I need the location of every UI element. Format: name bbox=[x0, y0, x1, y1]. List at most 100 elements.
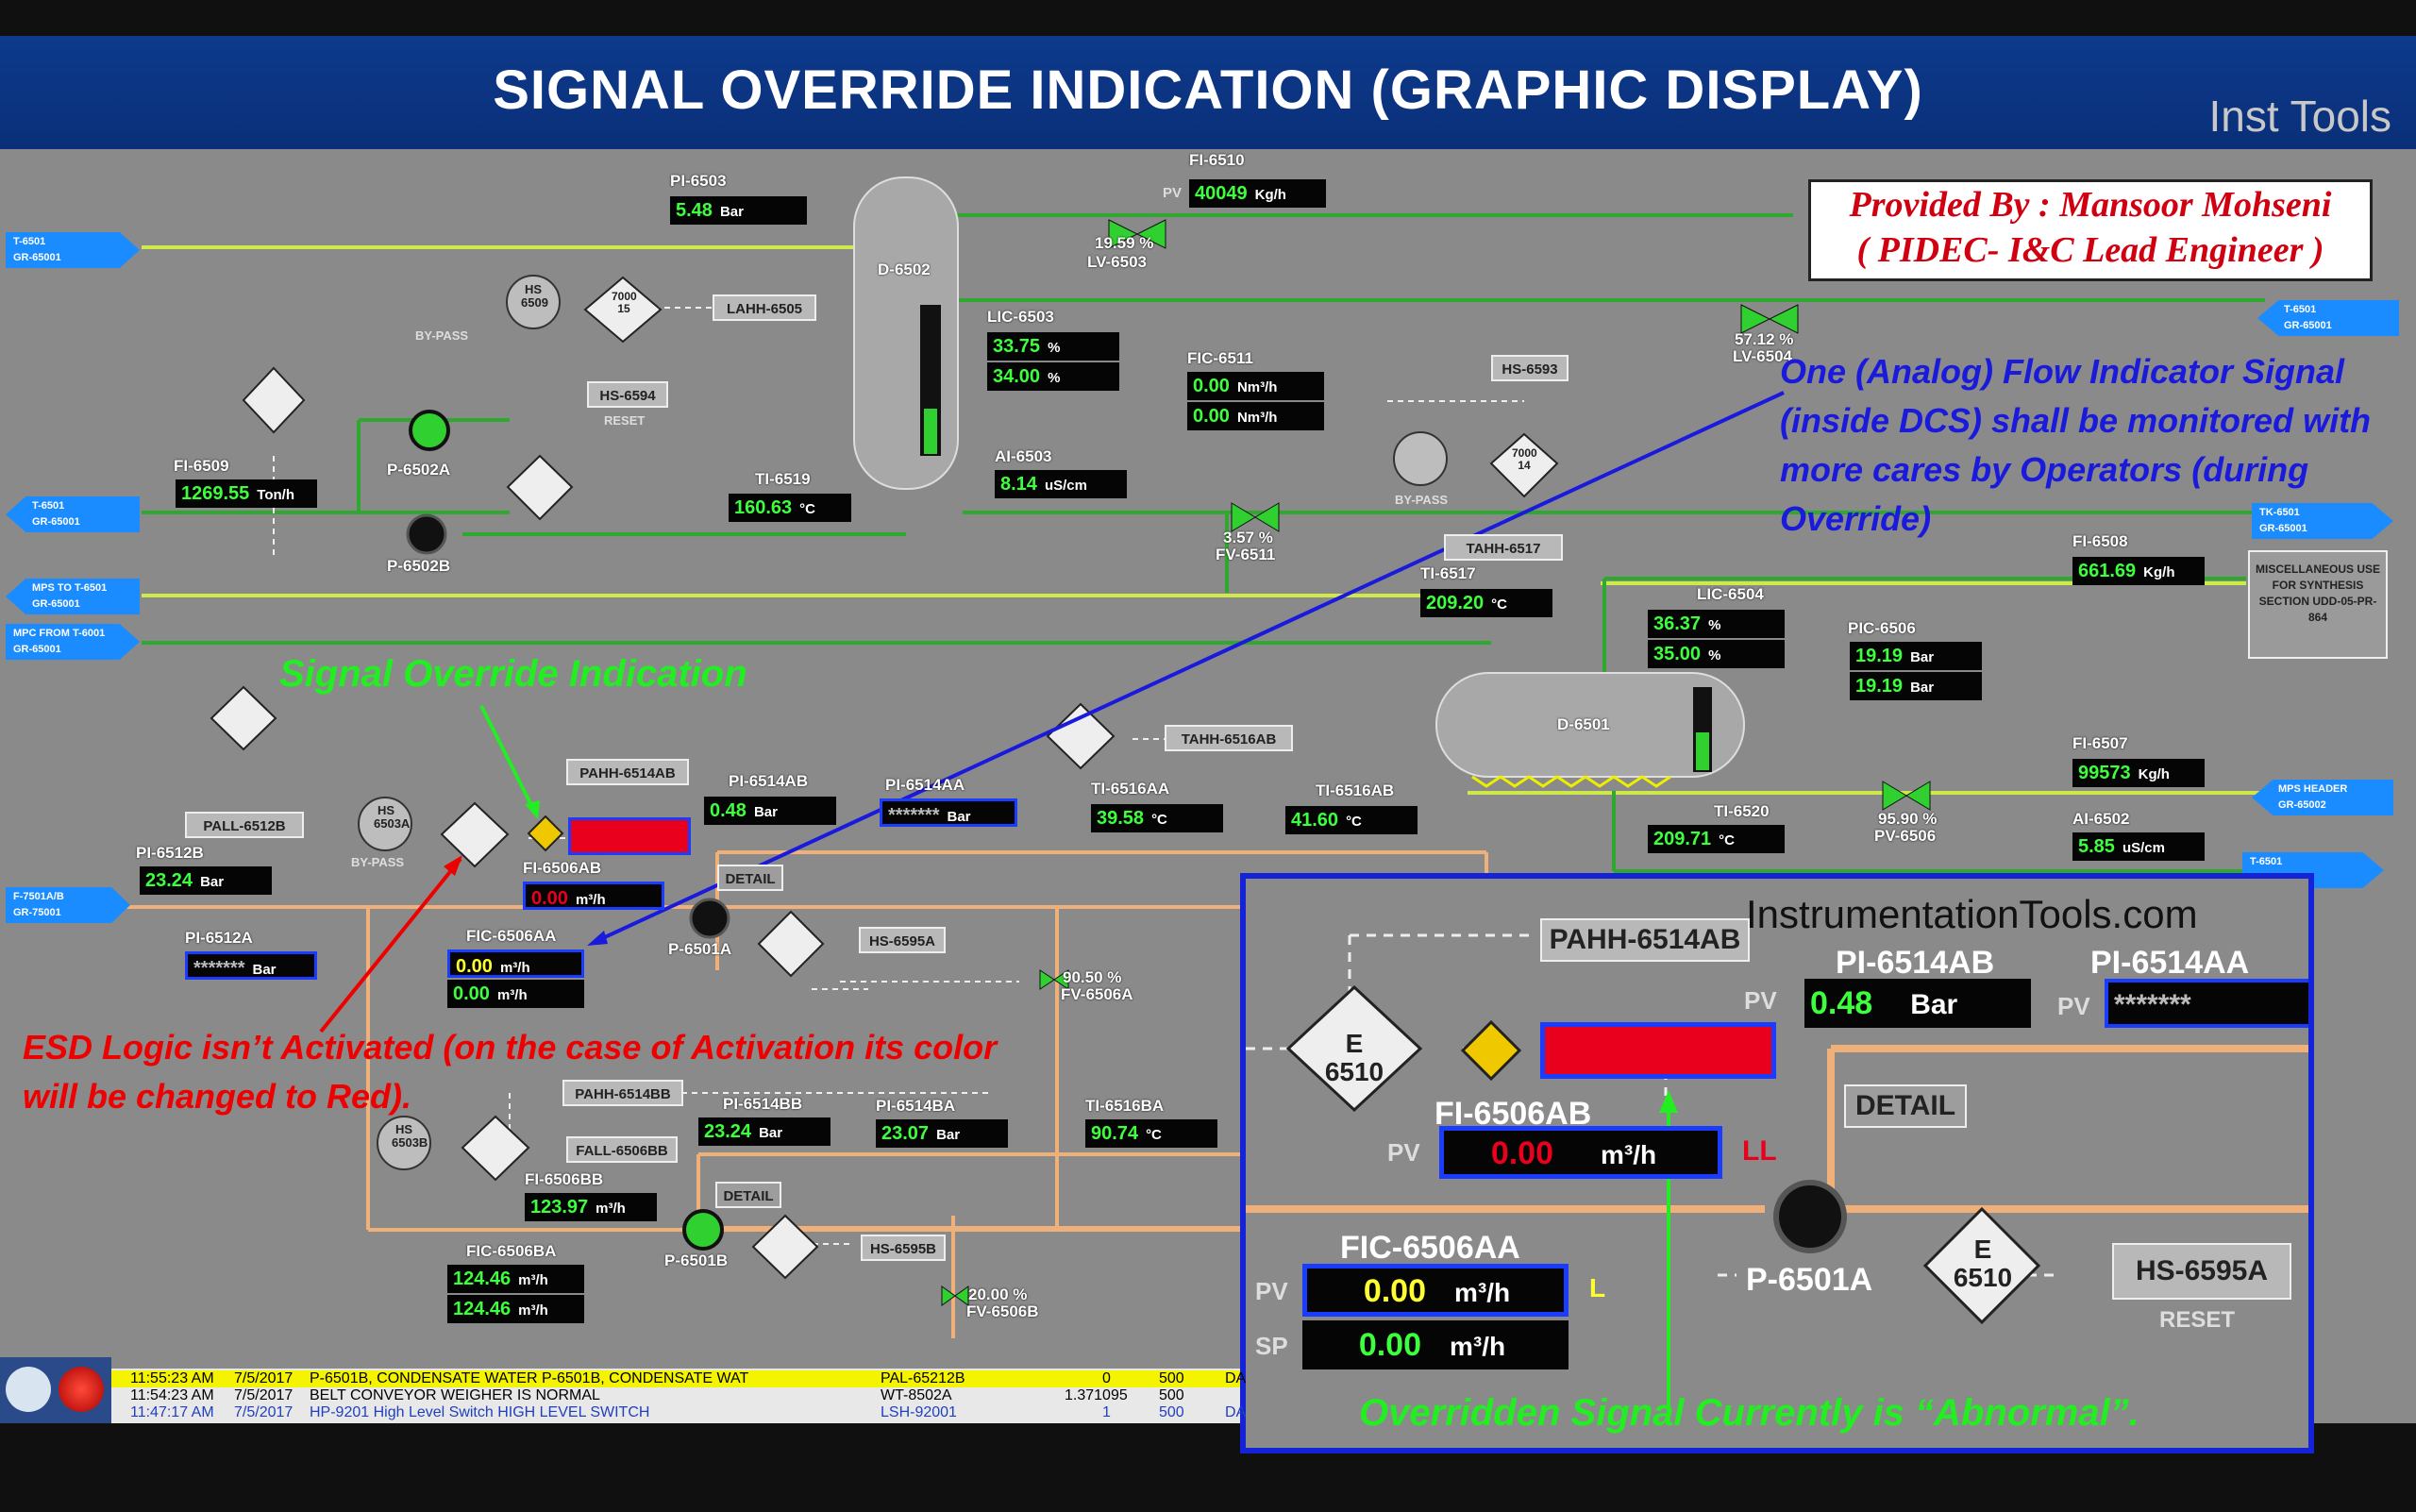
zoom-pahh6514ab-box[interactable]: PAHH-6514AB bbox=[1540, 918, 1750, 962]
esd-e6510-c bbox=[757, 910, 825, 978]
offpage-t6501-left[interactable]: T-6501 GR-65001 bbox=[6, 232, 140, 268]
ti6519-tag: TI-6519 bbox=[755, 470, 811, 488]
ti6520-pv[interactable]: 209.71°C bbox=[1648, 825, 1785, 853]
credit-line-2: ( PIDEC- I&C Lead Engineer ) bbox=[1856, 230, 2324, 270]
pi6514aa-pv[interactable]: *******Bar bbox=[880, 798, 1017, 827]
pi6512a-pv[interactable]: *******Bar bbox=[185, 951, 317, 980]
esd-e6510-e bbox=[751, 1214, 819, 1280]
zoom-hs6595a-box[interactable]: HS-6595A bbox=[2112, 1243, 2291, 1300]
zoom-sp-label: SP bbox=[1255, 1332, 1288, 1360]
fall6506bb-box[interactable]: FALL-6506BB bbox=[566, 1136, 678, 1163]
fv6511-pct: 3.57 % bbox=[1223, 529, 1273, 546]
interlock-i6502-a bbox=[242, 366, 306, 434]
pv6506-label: PV-6506 bbox=[1874, 827, 1937, 845]
misc-note: MISCELLANEOUS USE FOR SYNTHESIS SECTION … bbox=[2248, 550, 2388, 659]
ti6517-pv[interactable]: 209.20°C bbox=[1420, 589, 1552, 617]
offpage-tk6501-right[interactable]: TK-6501 GR-65001 bbox=[2252, 503, 2393, 539]
fi6508-tag: FI-6508 bbox=[2072, 532, 2128, 550]
p6501b-label: P-6501B bbox=[664, 1252, 729, 1269]
lic6504-sp[interactable]: 35.00% bbox=[1648, 640, 1785, 668]
lic6503-sp[interactable]: 34.00% bbox=[987, 362, 1119, 391]
ti6516aa-pv[interactable]: 39.58°C bbox=[1091, 804, 1223, 832]
override-status-box[interactable] bbox=[568, 817, 691, 855]
fv6506b-pct: 20.00 % bbox=[968, 1285, 1028, 1303]
lic6503-pv[interactable]: 33.75% bbox=[987, 332, 1119, 361]
alarm-row[interactable]: 11:47:17 AM 7/5/2017 HP-9201 High Level … bbox=[130, 1404, 1247, 1420]
pi6503-tag: PI-6503 bbox=[670, 172, 727, 190]
tahh6516ab-box[interactable]: TAHH-6516AB bbox=[1165, 725, 1293, 751]
zoom-inset: InstrumentationTools.com PAHH-6514AB PI-… bbox=[1240, 873, 2314, 1453]
offpage-t6501-right[interactable]: T-6501 GR-65001 bbox=[2257, 300, 2399, 336]
esd-e6510-a bbox=[210, 685, 277, 751]
hs6595b-box[interactable]: HS-6595B bbox=[861, 1235, 946, 1261]
taskbar-left bbox=[0, 1357, 111, 1423]
zoom-override-status-box[interactable] bbox=[1540, 1022, 1776, 1079]
hs6594-box[interactable]: HS-6594 bbox=[587, 381, 668, 408]
hs6593-box[interactable]: HS-6593 bbox=[1491, 355, 1569, 381]
zoom-fi6506ab-tag: FI-6506AB bbox=[1434, 1096, 1592, 1132]
hs6595a-box[interactable]: HS-6595A bbox=[859, 927, 946, 953]
offpage-mps-header[interactable]: MPS HEADER GR-65002 bbox=[2252, 780, 2393, 815]
pahh6514ab-box[interactable]: PAHH-6514AB bbox=[566, 759, 689, 785]
lic6504-pv[interactable]: 36.37% bbox=[1648, 610, 1785, 638]
tahh6517-box[interactable]: TAHH-6517 bbox=[1444, 534, 1563, 561]
credit-line-1: Provided By : Mansoor Mohseni bbox=[1849, 185, 2332, 225]
alarm-row[interactable]: 11:54:23 AM 7/5/2017 BELT CONVEYOR WEIGH… bbox=[130, 1387, 1184, 1403]
zoom-detail-button[interactable]: DETAIL bbox=[1844, 1084, 1967, 1128]
pahh6514bb-box[interactable]: PAHH-6514BB bbox=[562, 1080, 683, 1106]
alarm-row[interactable]: 11:55:23 AM 7/5/2017 P-6501B, CONDENSATE… bbox=[111, 1370, 1246, 1387]
bypass-label-2: BY-PASS bbox=[1395, 493, 1449, 507]
zoom-pv-label-3: PV bbox=[1387, 1138, 1420, 1167]
esd-e6510-d bbox=[461, 1115, 530, 1182]
zoom-pi6514aa-pv[interactable]: ******* bbox=[2105, 979, 2308, 1028]
keyboard-icon[interactable] bbox=[6, 1367, 51, 1412]
ti6516ab-pv[interactable]: 41.60°C bbox=[1285, 806, 1418, 834]
drum-d6501-label: D-6501 bbox=[1557, 715, 1610, 733]
offpage-mps-left[interactable]: MPS TO T-6501 GR-65001 bbox=[6, 579, 140, 614]
lahh6505-box[interactable]: LAHH-6505 bbox=[713, 294, 816, 321]
alarm-bell-icon[interactable] bbox=[59, 1367, 104, 1412]
fv6506a-pct: 90.50 % bbox=[1063, 968, 1122, 986]
ti6520-tag: TI-6520 bbox=[1714, 802, 1770, 820]
offpage-mpc-left[interactable]: MPC FROM T-6001 GR-65001 bbox=[6, 624, 140, 660]
detail-button-b[interactable]: DETAIL bbox=[715, 1182, 781, 1208]
offpage-p6502-left[interactable]: T-6501 GR-65001 bbox=[6, 496, 140, 532]
zoom-ll-alarm: LL bbox=[1742, 1135, 1777, 1167]
zoom-pi6514ab-tag: PI-6514AB bbox=[1836, 945, 1995, 981]
bypass-label-1: BY-PASS bbox=[415, 328, 469, 343]
ti6516ba-pv[interactable]: 90.74°C bbox=[1085, 1119, 1217, 1148]
drum-d6501 bbox=[1435, 672, 1745, 778]
pall6512b-box[interactable]: PALL-6512B bbox=[185, 812, 304, 838]
page-title: SIGNAL OVERRIDE INDICATION (GRAPHIC DISP… bbox=[493, 59, 1923, 121]
ti6519-pv[interactable]: 160.63°C bbox=[729, 494, 851, 522]
offpage-fs-left[interactable]: F-7501A/B GR-75001 bbox=[6, 887, 130, 923]
ai6503-tag: AI-6503 bbox=[995, 447, 1052, 465]
detail-button-a[interactable]: DETAIL bbox=[717, 865, 783, 891]
